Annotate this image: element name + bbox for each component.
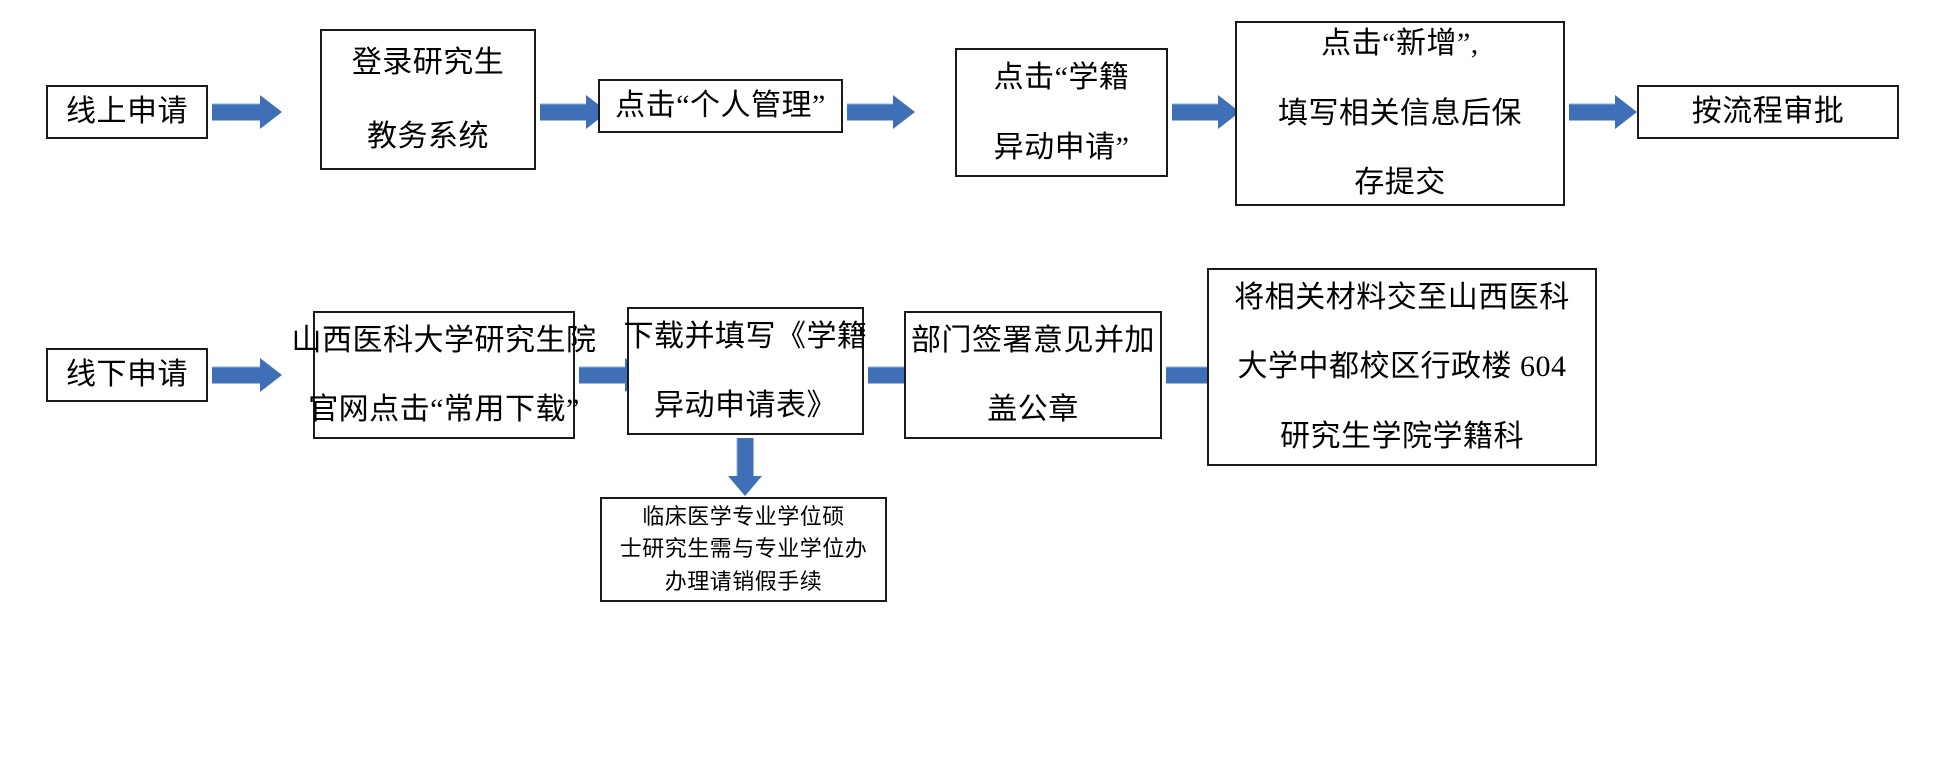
node-clinical-note[interactable]: 临床医学专业学位硕 士研究生需与专业学位办 办理请销假手续 [600, 497, 887, 602]
node-line: 部门签署意见并加 [911, 323, 1155, 357]
arrow-head [1218, 95, 1240, 129]
arrow-online-1 [212, 95, 282, 129]
node-line: 盖公章 [987, 393, 1079, 426]
arrow-head [260, 358, 282, 392]
node-line: 山西医科大学研究生院 [291, 323, 597, 357]
arrow-note [726, 438, 764, 496]
note-line: 士研究生需与专业学位办 [619, 536, 868, 562]
arrow-shaft [847, 103, 895, 121]
node-line: 登录研究生 [351, 46, 505, 79]
node-line: 填写相关信息后保 [1278, 96, 1522, 130]
node-line: 下载并填写《学籍 [623, 319, 868, 353]
node-line: 点击“个人管理” [615, 89, 826, 123]
arrow-shaft [1569, 103, 1617, 121]
node-line: 异动申请表》 [654, 389, 837, 422]
node-line: 线上申请 [66, 95, 188, 129]
note-line: 办理请销假手续 [664, 568, 823, 594]
arrow-shaft [212, 366, 262, 384]
note-line: 临床医学专业学位硕 [642, 503, 845, 529]
arrow-head [260, 95, 282, 129]
arrow-head [893, 95, 915, 129]
node-online-status[interactable]: 点击“学籍 异动申请” [955, 48, 1168, 177]
node-line: 异动申请” [993, 130, 1130, 164]
arrow-shaft [540, 103, 588, 121]
arrow-shaft [579, 366, 627, 384]
node-offline-start[interactable]: 线下申请 [46, 348, 208, 402]
arrow-head [728, 476, 762, 496]
node-online-personal[interactable]: 点击“个人管理” [598, 79, 843, 133]
node-line: 教务系统 [367, 119, 489, 153]
node-line: 按流程审批 [1691, 95, 1845, 129]
arrow-shaft [736, 438, 754, 478]
node-line: 将相关材料交至山西医科 [1234, 280, 1570, 314]
arrow-shaft [1172, 103, 1220, 121]
node-line: 官网点击“常用下载” [308, 393, 580, 426]
node-line: 点击“学籍 [993, 61, 1130, 94]
arrow-offline-1 [212, 358, 282, 392]
node-offline-sign[interactable]: 部门签署意见并加 盖公章 [904, 311, 1162, 439]
arrow-head [1615, 95, 1637, 129]
node-offline-website[interactable]: 山西医科大学研究生院 官网点击“常用下载” [292, 311, 596, 439]
arrow-shaft [212, 103, 262, 121]
arrow-online-5 [1569, 95, 1637, 129]
node-online-approve[interactable]: 按流程审批 [1637, 85, 1899, 139]
node-online-add[interactable]: 点击“新增”, 填写相关信息后保 存提交 [1235, 21, 1565, 206]
node-offline-form[interactable]: 下载并填写《学籍 异动申请表》 [624, 307, 867, 435]
node-line: 存提交 [1354, 166, 1446, 200]
arrow-online-4 [1172, 95, 1240, 129]
arrow-shaft [1166, 366, 1214, 384]
node-online-login[interactable]: 登录研究生 教务系统 [320, 29, 536, 170]
node-offline-submit[interactable]: 将相关材料交至山西医科 大学中都校区行政楼 604 研究生学院学籍科 [1207, 268, 1597, 466]
node-line: 点击“新增”, [1321, 27, 1479, 61]
node-line: 研究生学院学籍科 [1280, 419, 1524, 453]
node-line: 大学中都校区行政楼 604 [1237, 350, 1567, 384]
node-line: 线下申请 [66, 358, 188, 392]
arrow-online-3 [847, 95, 915, 129]
node-online-start[interactable]: 线上申请 [46, 85, 208, 139]
